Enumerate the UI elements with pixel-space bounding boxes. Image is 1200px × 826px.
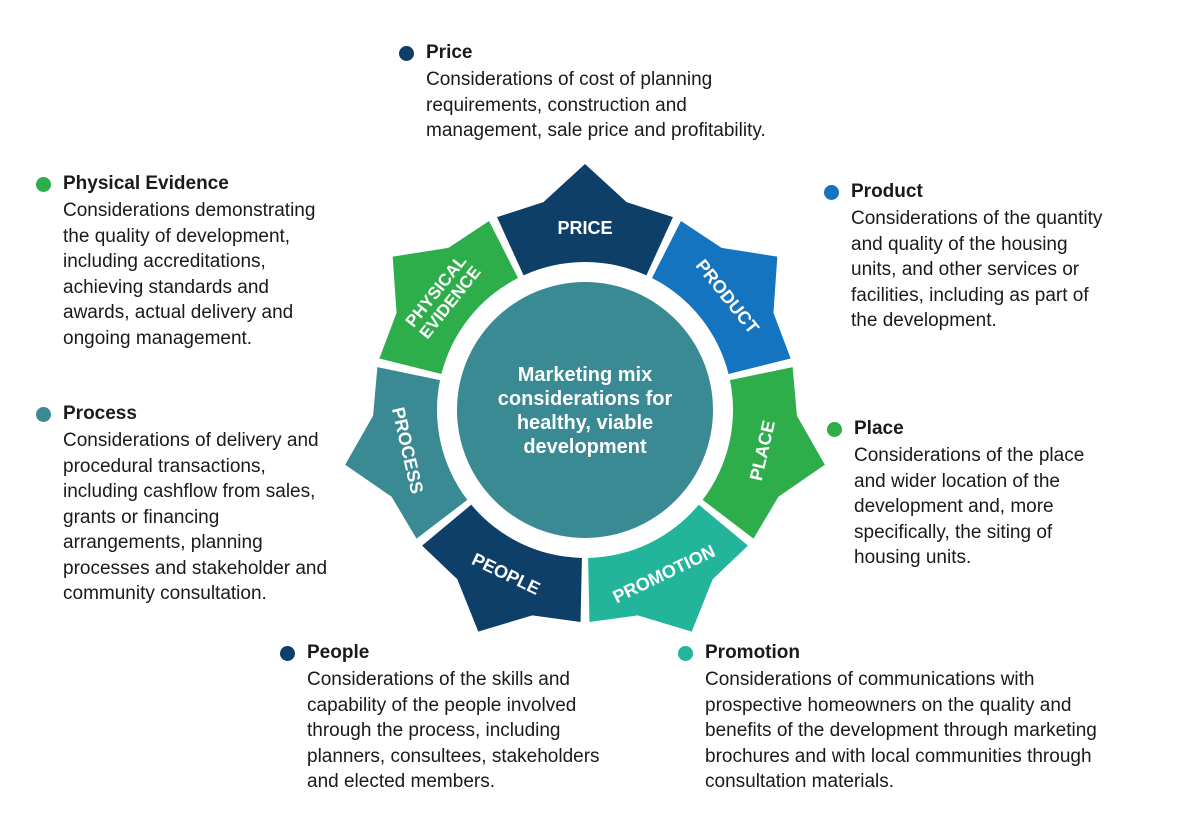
center-circle bbox=[457, 282, 713, 538]
process-title: Process bbox=[63, 403, 137, 424]
people-title: People bbox=[307, 642, 370, 663]
price-title: Price bbox=[426, 42, 473, 63]
people-description: People Considerations of the skills and … bbox=[280, 641, 600, 795]
process-body: Considerations of delivery and procedura… bbox=[63, 430, 328, 604]
wheel-segment-people bbox=[422, 504, 582, 632]
physical-evidence-title: Physical Evidence bbox=[63, 173, 229, 194]
physical-evidence-body: Considerations demonstrating the quality… bbox=[63, 200, 316, 349]
people-body: Considerations of the skills and capabil… bbox=[307, 669, 600, 792]
promotion-description: Promotion Considerations of communicatio… bbox=[678, 641, 1097, 795]
product-description: Product Considerations of the quantity a… bbox=[824, 180, 1102, 334]
physical-evidence-description: Physical Evidence Considerations demonst… bbox=[36, 172, 315, 351]
place-bullet-icon bbox=[827, 421, 842, 437]
process-bullet-icon bbox=[36, 406, 51, 422]
wheel-segment-promotion bbox=[588, 504, 748, 632]
place-description: Place Considerations of the place and wi… bbox=[827, 417, 1084, 571]
product-title: Product bbox=[851, 181, 923, 202]
place-title: Place bbox=[854, 418, 904, 439]
product-body: Considerations of the quantity and quali… bbox=[851, 208, 1103, 331]
wheel-segment-place bbox=[702, 367, 825, 539]
wheel-segment-physical-evidence bbox=[379, 220, 519, 375]
price-bullet-icon bbox=[399, 45, 414, 61]
price-body: Considerations of cost of planning requi… bbox=[426, 69, 766, 141]
product-bullet-icon bbox=[824, 184, 839, 200]
promotion-bullet-icon bbox=[678, 645, 693, 661]
wheel-label-price: PRICE bbox=[557, 218, 612, 238]
place-body: Considerations of the place and wider lo… bbox=[854, 445, 1085, 568]
wheel-segment-price bbox=[497, 164, 673, 276]
wheel-segment-product bbox=[651, 220, 791, 375]
physical-evidence-bullet-icon bbox=[36, 176, 51, 192]
people-bullet-icon bbox=[280, 645, 295, 661]
wheel-segment-process bbox=[345, 367, 468, 539]
promotion-body: Considerations of communications with pr… bbox=[705, 669, 1097, 792]
process-description: Process Considerations of delivery and p… bbox=[36, 402, 327, 607]
price-description: Price Considerations of cost of planning… bbox=[399, 41, 766, 144]
promotion-title: Promotion bbox=[705, 642, 800, 663]
